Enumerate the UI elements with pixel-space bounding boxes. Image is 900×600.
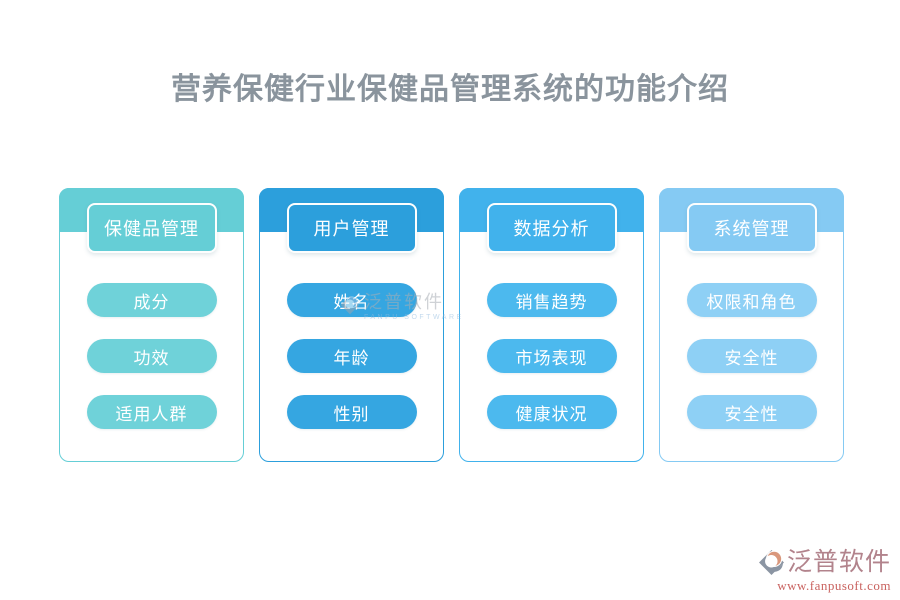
card-header: 用户管理 [286,203,417,253]
card-system-management: 系统管理 权限和角色 安全性 安全性 [659,188,844,462]
pill-item: 适用人群 [86,395,217,429]
feature-cards: 保健品管理 成分 功效 适用人群 用户管理 姓名 年龄 性别 数据分析 销售趋势… [59,188,844,462]
card-pill-list: 权限和角色 安全性 安全性 [660,283,843,429]
pill-item: 市场表现 [486,339,617,373]
card-header: 保健品管理 [86,203,217,253]
pill-item: 姓名 [286,283,417,317]
pill-item: 销售趋势 [486,283,617,317]
pill-item: 健康状况 [486,395,617,429]
fanpu-logo-icon [759,550,784,575]
card-data-analysis: 数据分析 销售趋势 市场表现 健康状况 [459,188,644,462]
fanpu-footer-logo: 泛普软件 www.fanpusoft.com [758,549,891,592]
card-header: 系统管理 [686,203,817,253]
pill-item: 成分 [86,283,217,317]
card-pill-list: 成分 功效 适用人群 [60,283,243,429]
pill-item: 性别 [286,395,417,429]
footer-url: www.fanpusoft.com [777,578,891,593]
pill-item: 年龄 [286,339,417,373]
pill-item: 安全性 [686,395,817,429]
card-pill-list: 销售趋势 市场表现 健康状况 [460,283,643,429]
pill-item: 权限和角色 [686,283,817,317]
pill-item: 安全性 [686,339,817,373]
page-title: 营养保健行业保健品管理系统的功能介绍 [171,73,729,106]
card-user-management: 用户管理 姓名 年龄 性别 [259,188,444,462]
card-product-management: 保健品管理 成分 功效 适用人群 [59,188,244,462]
pill-item: 功效 [86,339,217,373]
footer-brand-text: 泛普软件 [786,549,891,576]
card-pill-list: 姓名 年龄 性别 [260,283,443,429]
card-header: 数据分析 [486,203,617,253]
